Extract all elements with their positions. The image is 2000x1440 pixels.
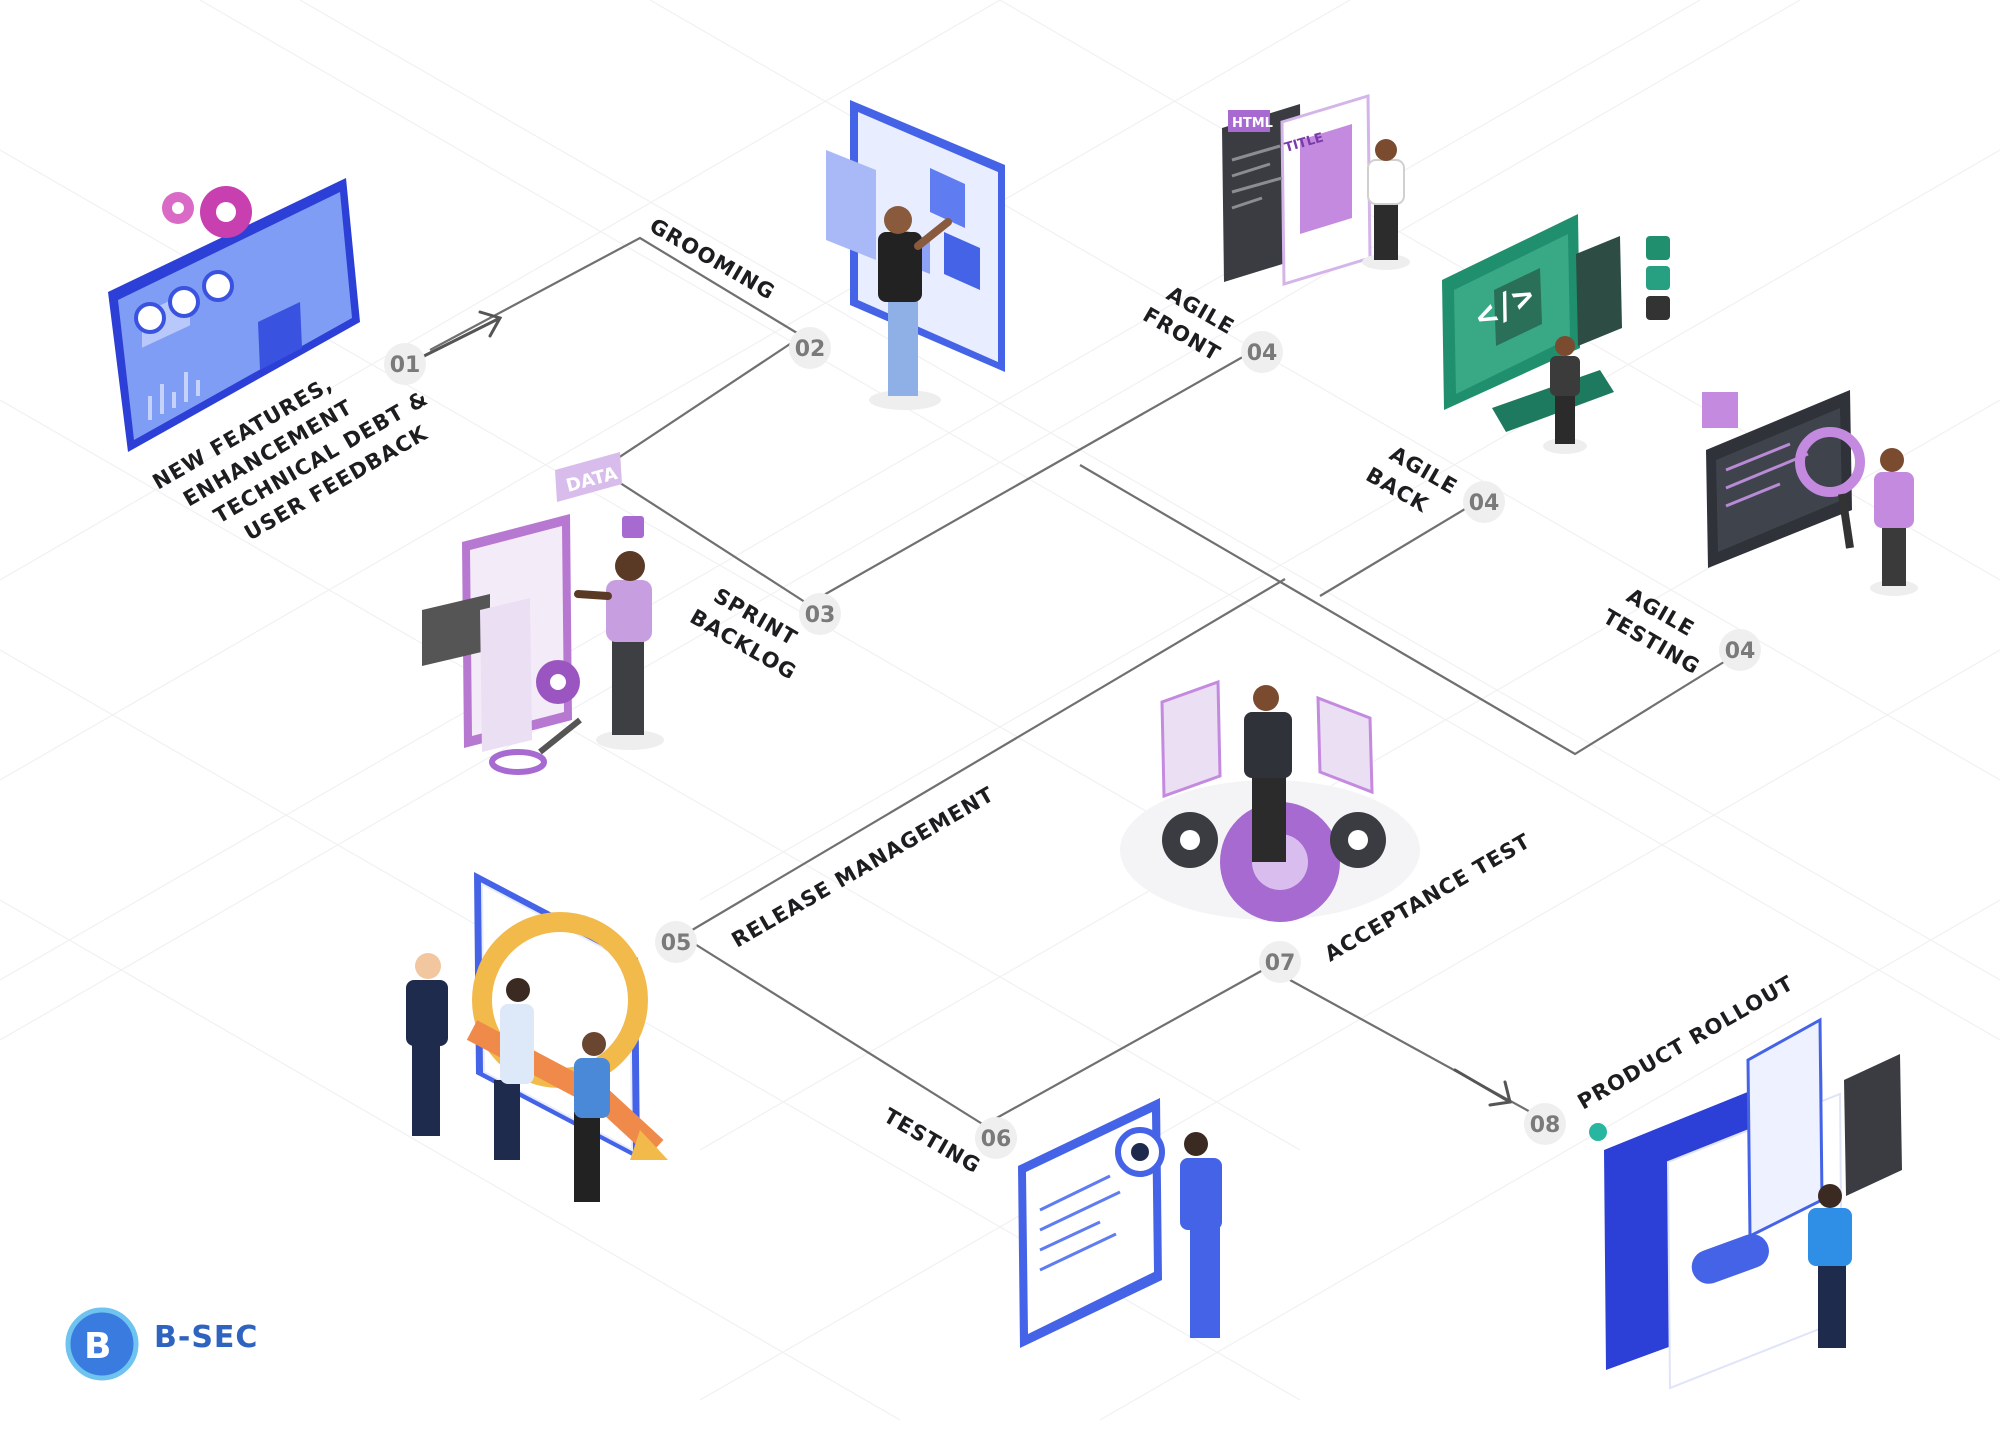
brand-name: B-SEC: [154, 1320, 259, 1355]
label-02: GROOMING: [646, 214, 780, 305]
bug-icon: [1131, 1143, 1149, 1161]
html-tag: HTML: [1232, 116, 1273, 131]
brand-logo: B B-SEC: [62, 1304, 282, 1384]
person: [869, 206, 952, 410]
svg-text:08: 08: [1530, 1113, 1561, 1138]
svg-text:04: 04: [1725, 639, 1756, 664]
node-06: 06: [975, 1117, 1017, 1159]
svg-text:01: 01: [390, 353, 421, 378]
step-nodes: 01 02 03 04 04 04 05 06 07 08: [384, 327, 1761, 1159]
label-03: SPRINT BACKLOG: [686, 584, 802, 685]
line-05-06: [681, 935, 985, 1126]
node-02: 02: [789, 327, 831, 369]
svg-text:03: 03: [805, 603, 836, 628]
line-fork-back-testing: [1079, 464, 1741, 756]
person: [1362, 139, 1410, 270]
svg-text:05: 05: [661, 931, 692, 956]
node-03: 03: [799, 593, 841, 635]
svg-text:04: 04: [1247, 341, 1278, 366]
person-1: [406, 953, 448, 1136]
line-01-02: [429, 236, 803, 351]
agile-back-illustration: </>: [1442, 214, 1670, 454]
release-management-illustration: [406, 872, 668, 1202]
arrow-right-icon: [418, 310, 503, 360]
person: [1180, 1132, 1222, 1338]
sprint-backlog-illustration: DATA: [422, 452, 664, 775]
agile-front-illustration: HTML TITLE: [1222, 93, 1410, 287]
acceptance-test-illustration: [1120, 679, 1420, 922]
person-2: [494, 978, 534, 1160]
person-3: [574, 1032, 610, 1202]
svg-text:02: 02: [795, 337, 826, 362]
gear-icon: [162, 186, 252, 238]
line-05-branch: [681, 578, 1286, 937]
product-rollout-illustration: [1589, 1017, 1902, 1390]
svg-text:RELEASE MANAGEMENT: RELEASE MANAGEMENT: [728, 782, 999, 952]
label-04-back: AGILE BACK: [1362, 442, 1462, 518]
svg-text:06: 06: [981, 1127, 1012, 1152]
arrow-icons: [418, 310, 1512, 1107]
person: [1870, 448, 1918, 596]
b-sec-logo-icon: B: [65, 1307, 139, 1381]
person: [1808, 1184, 1852, 1348]
svg-text:04: 04: [1469, 491, 1500, 516]
node-04-testing: 04: [1719, 629, 1761, 671]
framework-icons: [1646, 236, 1670, 320]
person: [574, 551, 664, 750]
person: [1244, 685, 1292, 862]
node-05: 05: [655, 921, 697, 963]
node-08: 08: [1524, 1103, 1566, 1145]
svg-text:GROOMING: GROOMING: [646, 214, 780, 305]
line-04back: [1319, 499, 1481, 597]
node-04-back: 04: [1463, 481, 1505, 523]
testing-illustration: [1018, 1098, 1222, 1348]
dashboard-illustration: [108, 178, 360, 452]
label-05: RELEASE MANAGEMENT: [728, 782, 999, 952]
label-04-testing: AGILE TESTING: [1599, 584, 1704, 680]
node-07: 07: [1259, 941, 1301, 983]
node-04-front: 04: [1241, 331, 1283, 373]
agile-testing-illustration: [1702, 390, 1918, 596]
line-06-07: [983, 964, 1273, 1126]
grooming-illustration: [826, 100, 1005, 410]
line-03-04front: [807, 345, 1263, 605]
arrow-down-right-icon: [1453, 1068, 1512, 1107]
svg-text:B: B: [84, 1326, 111, 1367]
node-01: 01: [384, 343, 426, 385]
person: [1543, 336, 1587, 454]
svg-text:07: 07: [1265, 951, 1296, 976]
